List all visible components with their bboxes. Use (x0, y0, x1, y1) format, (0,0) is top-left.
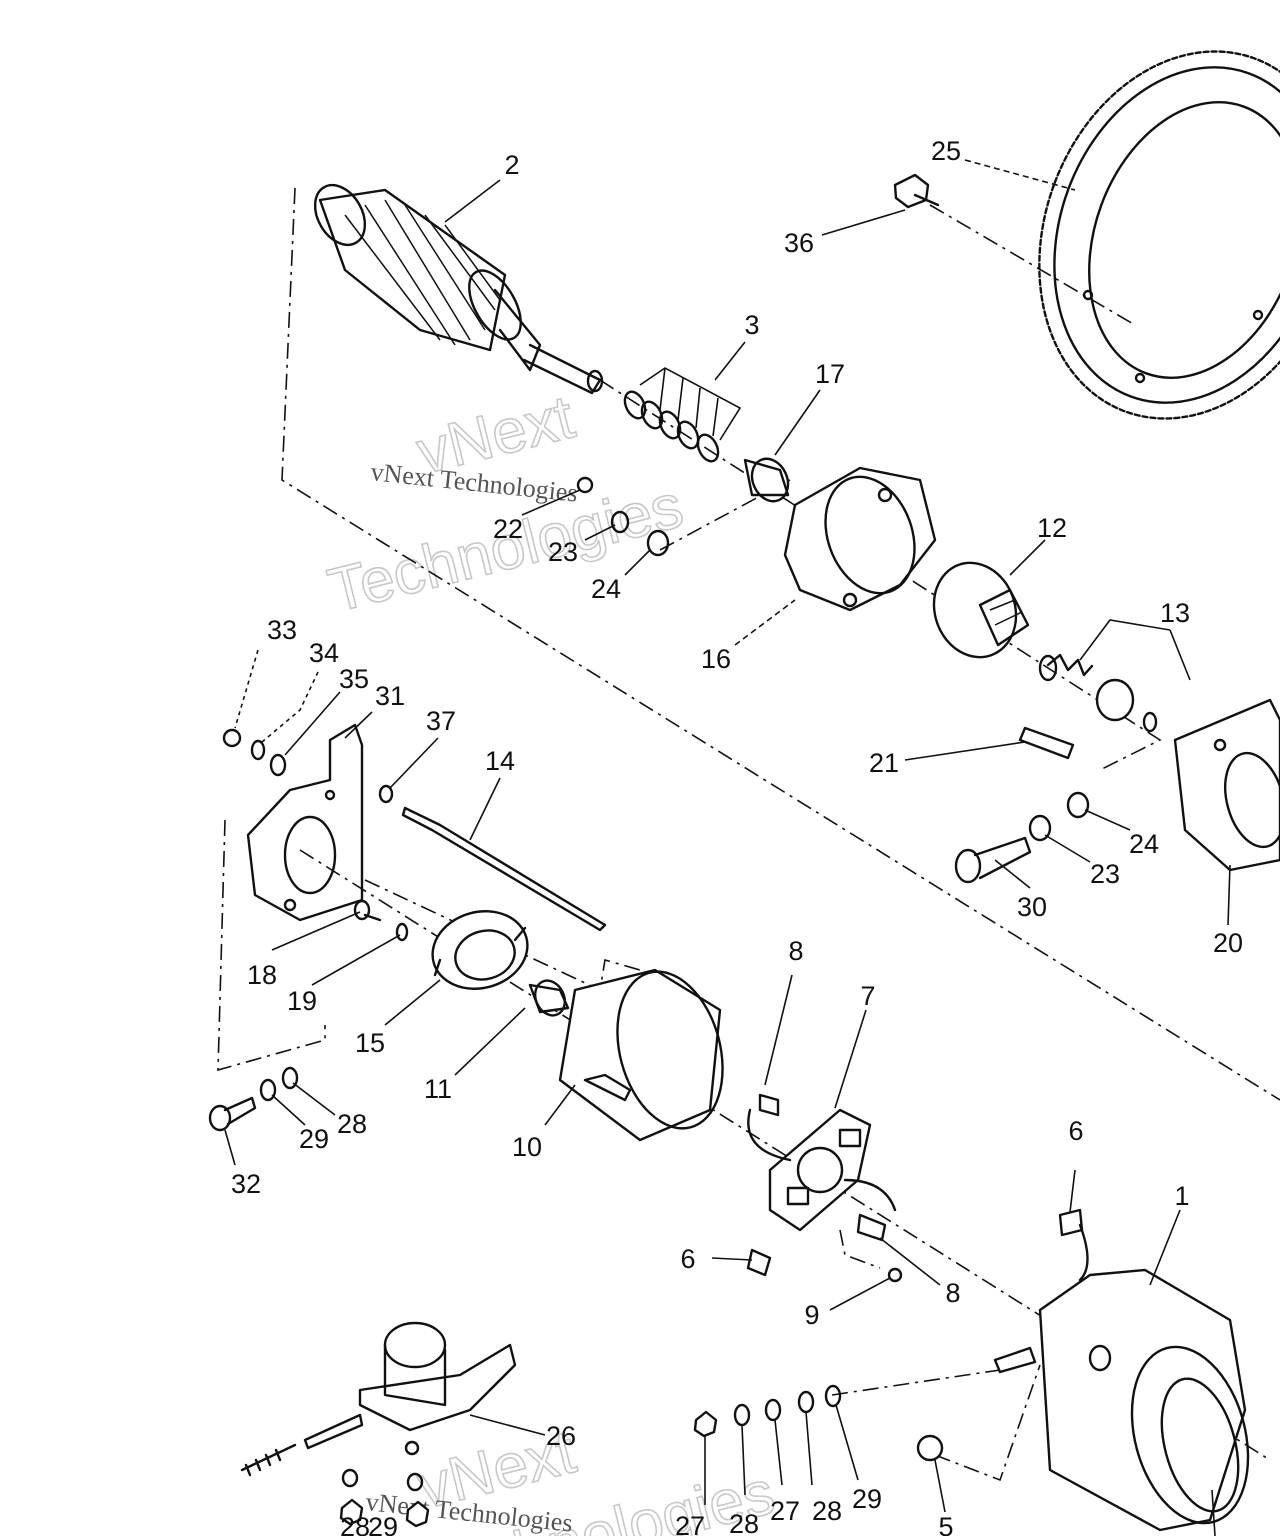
label-28-bottom-b: 28 (812, 1496, 842, 1526)
housing-20 (1173, 698, 1280, 872)
label-14: 14 (485, 746, 515, 776)
label-24-top: 24 (591, 574, 621, 604)
label-7: 7 (860, 981, 875, 1011)
label-24-right: 24 (1129, 829, 1159, 859)
label-3: 3 (744, 310, 759, 340)
bolt-30-washers (954, 791, 1090, 884)
label-37: 37 (426, 706, 456, 736)
label-1: 1 (1174, 1181, 1189, 1211)
solenoid-26 (240, 1321, 517, 1477)
commutator-cover-10 (558, 968, 724, 1142)
pinion-gear-12 (932, 561, 1030, 659)
screw-18-washer-19 (353, 899, 409, 942)
label-9: 9 (804, 1300, 819, 1330)
hardware-33-35 (222, 728, 287, 777)
label-2: 2 (504, 150, 519, 180)
label-8-top: 8 (788, 936, 803, 966)
ring-gear (1038, 50, 1280, 420)
end-plate-15 (431, 910, 529, 990)
label-35: 35 (339, 664, 369, 694)
bushing-17 (743, 457, 790, 503)
label-28-bottom-a: 28 (729, 1509, 759, 1536)
label-23-top: 23 (548, 537, 578, 567)
through-bolt-14 (378, 784, 607, 932)
label-8-bottom: 8 (945, 1278, 960, 1308)
small-hardware-22-24 (576, 476, 670, 557)
yoke-1 (993, 1208, 1250, 1532)
washer-set-3 (623, 367, 742, 463)
label-25: 25 (931, 136, 961, 166)
label-32: 32 (231, 1169, 261, 1199)
label-18: 18 (247, 960, 277, 990)
bushing-11 (528, 979, 570, 1017)
label-27-right: 27 (770, 1496, 800, 1526)
label-15: 15 (355, 1028, 385, 1058)
label-34: 34 (309, 638, 339, 668)
terminal-hardware (339, 1384, 944, 1528)
armature (313, 183, 604, 395)
label-6-left: 6 (680, 1244, 695, 1274)
label-28-left: 28 (337, 1109, 367, 1139)
bracket-31 (246, 723, 364, 922)
label-12: 12 (1037, 513, 1067, 543)
label-28-29-solenoid: 29 (368, 1512, 398, 1536)
label-19: 19 (287, 986, 317, 1016)
label-29-left: 29 (299, 1124, 329, 1154)
spring-13 (1038, 619, 1191, 733)
label-11: 11 (424, 1074, 452, 1104)
label-36: 36 (784, 228, 814, 258)
label-29-bottom: 29 (852, 1484, 882, 1514)
label-33: 33 (267, 615, 297, 645)
label-10: 10 (512, 1132, 542, 1162)
label-6-right: 6 (1068, 1116, 1083, 1146)
watermark-top: vNext Technologies vNext Technologies (321, 382, 690, 627)
part-labels: 2 3 17 25 36 22 23 24 16 12 13 21 24 23 … (231, 136, 1243, 1536)
label-13: 13 (1160, 598, 1190, 628)
label-17: 17 (815, 359, 845, 389)
brush-holder-7 (746, 1093, 903, 1283)
pin-21 (1018, 726, 1075, 760)
label-21: 21 (869, 748, 899, 778)
label-28-solenoid: 28 (340, 1512, 370, 1536)
bolt-32-washers (208, 1066, 299, 1132)
label-23-right: 23 (1090, 859, 1120, 889)
label-31: 31 (375, 681, 405, 711)
label-5: 5 (938, 1512, 953, 1536)
leader-lines (224, 159, 1231, 1536)
label-16: 16 (701, 644, 731, 674)
label-22: 22 (493, 514, 523, 544)
label-20: 20 (1213, 928, 1243, 958)
drive-end-housing-16 (783, 466, 937, 612)
bolt-36 (893, 173, 940, 209)
label-26: 26 (546, 1421, 576, 1451)
label-30: 30 (1017, 892, 1047, 922)
label-27-left: 27 (675, 1511, 705, 1536)
